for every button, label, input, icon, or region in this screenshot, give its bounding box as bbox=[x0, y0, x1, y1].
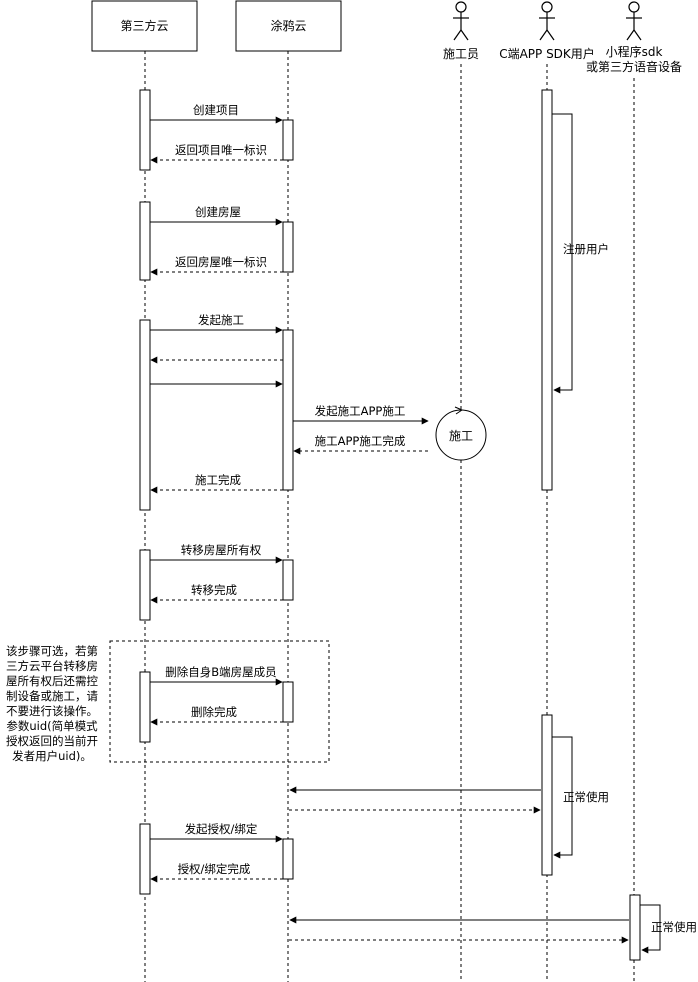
actor-installer: 施工员 bbox=[443, 1, 479, 61]
activation-app-user bbox=[541, 89, 553, 491]
message-label: 创建项目 bbox=[193, 103, 239, 117]
note-line: 三方云平台转移房 bbox=[6, 659, 98, 673]
message-label: 施工完成 bbox=[195, 473, 241, 487]
note-line: 发者用户uid)。 bbox=[12, 749, 92, 763]
self-message-arrow bbox=[640, 904, 661, 954]
note-line: 该步骤可选，若第 bbox=[6, 644, 98, 658]
note-line: 屋所有权后还需控 bbox=[6, 674, 98, 688]
activation-third-cloud bbox=[139, 823, 151, 895]
stick-figure-icon bbox=[453, 1, 469, 41]
message-label: 删除完成 bbox=[191, 705, 237, 719]
construction-control-node: 施工 bbox=[435, 406, 487, 461]
actor-installer-label: 施工员 bbox=[443, 47, 479, 61]
note-line: 参数uid(简单模式 bbox=[6, 719, 98, 733]
activation-tuya-cloud bbox=[282, 838, 294, 880]
activation-third-cloud bbox=[139, 201, 151, 281]
activation-third-cloud bbox=[139, 319, 151, 511]
activation-tuya-cloud bbox=[282, 119, 294, 161]
note-line: 不要进行该操作。 bbox=[6, 704, 98, 718]
activation-third-cloud bbox=[139, 549, 151, 621]
message-label: 注册用户 bbox=[563, 242, 609, 256]
message-label: 返回项目唯一标识 bbox=[175, 143, 267, 157]
participant-third-cloud-label: 第三方云 bbox=[120, 18, 168, 33]
activation-tuya-cloud bbox=[282, 559, 294, 601]
actor-mini-program-label-2: 或第三方语音设备 bbox=[586, 59, 682, 74]
note-line: 制设备或施工，请 bbox=[6, 689, 98, 703]
activation-mini-program bbox=[629, 894, 641, 961]
note-line: 授权返回的当前开 bbox=[6, 734, 98, 748]
participant-third-cloud: 第三方云 bbox=[91, 0, 198, 52]
activation-tuya-cloud bbox=[282, 329, 294, 491]
message-label: 发起施工APP施工 bbox=[315, 404, 406, 418]
stick-figure-icon bbox=[539, 1, 555, 41]
activation-tuya-cloud bbox=[282, 681, 294, 723]
loop-arrow-icon bbox=[454, 406, 464, 415]
actor-app-user-label: C端APP SDK用户 bbox=[499, 46, 595, 61]
message-label: 发起施工 bbox=[198, 313, 244, 327]
message-label: 创建房屋 bbox=[195, 205, 241, 219]
participant-tuya-cloud-label: 涂鸦云 bbox=[270, 18, 306, 33]
message-label: 正常使用 bbox=[563, 790, 609, 804]
message-label: 授权/绑定完成 bbox=[178, 862, 251, 876]
message-label: 发起授权/绑定 bbox=[185, 822, 258, 836]
actor-mini-program-label-1: 小程序sdk bbox=[606, 44, 663, 59]
optional-step-note: 该步骤可选，若第 三方云平台转移房 屋所有权后还需控 制设备或施工，请 不要进行… bbox=[6, 644, 98, 763]
optional-step-frame bbox=[109, 640, 330, 763]
activation-third-cloud bbox=[139, 671, 151, 743]
actor-app-user: C端APP SDK用户 bbox=[499, 1, 595, 61]
self-message-arrow bbox=[552, 736, 573, 859]
message-label: 转移房屋所有权 bbox=[181, 543, 262, 557]
message-label: 返回房屋唯一标识 bbox=[175, 255, 267, 269]
message-label: 正常使用 bbox=[651, 920, 697, 934]
message-label: 转移完成 bbox=[191, 583, 237, 597]
message-label: 施工APP施工完成 bbox=[315, 434, 406, 448]
stick-figure-icon bbox=[626, 1, 642, 41]
activation-tuya-cloud bbox=[282, 221, 294, 273]
self-message-arrow bbox=[552, 113, 573, 394]
construction-node-label: 施工 bbox=[449, 429, 473, 443]
activation-third-cloud bbox=[139, 89, 151, 171]
actor-mini-program: 小程序sdk 或第三方语音设备 bbox=[586, 1, 682, 74]
activation-app-user bbox=[541, 714, 553, 876]
message-label: 删除自身B端房屋成员 bbox=[165, 665, 276, 679]
participant-tuya-cloud: 涂鸦云 bbox=[235, 0, 342, 52]
